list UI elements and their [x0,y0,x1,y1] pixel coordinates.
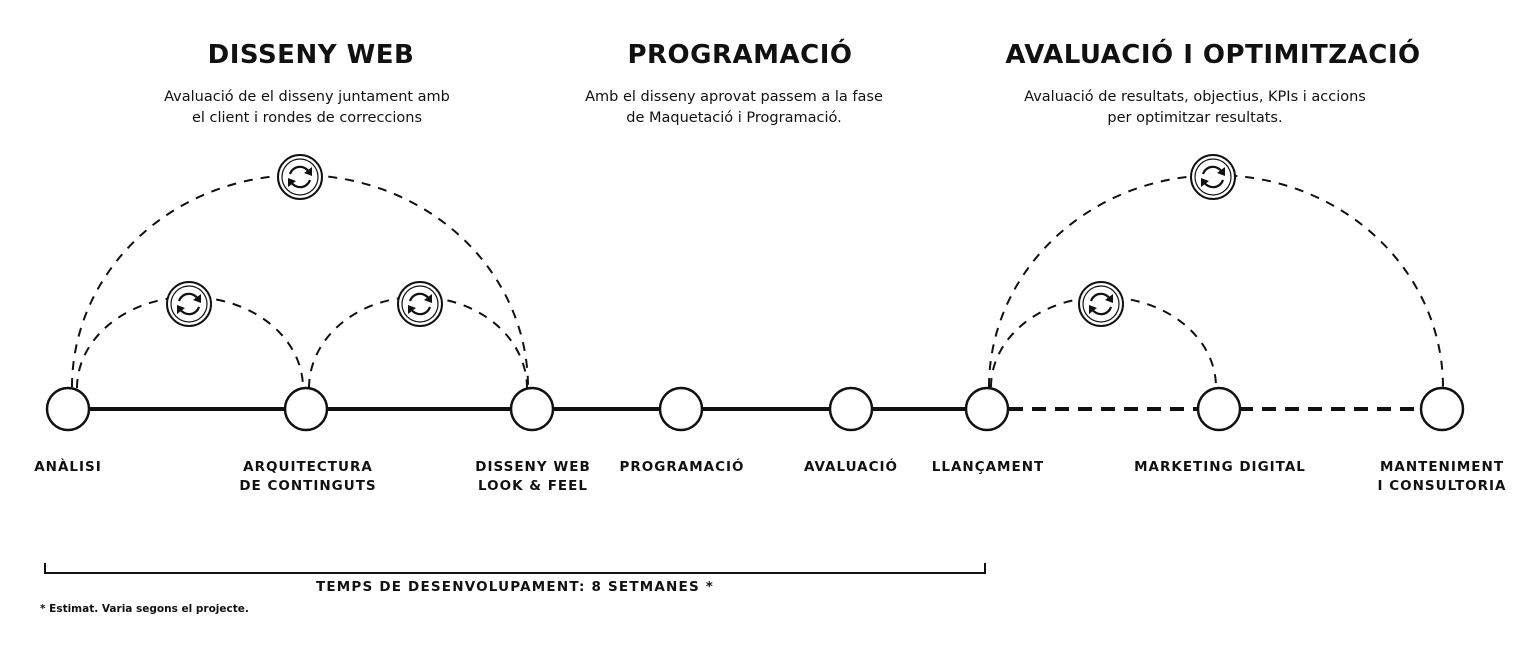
refresh-cycle-icon [1190,154,1236,200]
stage-label-line: MARKETING DIGITAL [1134,459,1306,475]
refresh-cycle-icon [397,281,443,327]
icon-arc-top [177,292,199,302]
icon-arrowhead-top [304,167,312,176]
icon-arc-bottom [290,179,312,189]
icon-arc-top [1201,165,1223,175]
section-desc-disseny-web: Avaluació de el disseny juntament amb el… [67,87,547,129]
section-title-disseny-web: DISSENY WEB [207,40,415,70]
stage-label-avaluacio: AVALUACIÓ [741,458,961,477]
icon-arc-top [1089,292,1111,302]
stage-node [283,386,329,432]
icon-arc-top [408,292,430,302]
cycle-icons [166,154,1236,327]
section-title-programacio: PROGRAMACIÓ [627,40,853,70]
desc-line: Avaluació de el disseny juntament amb [164,89,450,105]
section-title-avaluacio-optimitzacio: AVALUACIÓ I OPTIMITZACIÓ [1005,40,1421,70]
icon-arrowhead-bottom [177,305,185,314]
stage-label-line: LLANÇAMENT [931,459,1045,475]
stage-label-line: I CONSULTORIA [1377,478,1507,494]
icon-inner-ring [1082,285,1120,323]
icon-arrowhead-bottom [1089,305,1097,314]
desc-line: Amb el disseny aprovat passem a la fase [585,89,883,105]
stage-label-manteniment: MANTENIMENT I CONSULTORIA [1332,458,1536,496]
stage-label-programacio: PROGRAMACIÓ [572,458,792,477]
icon-arrowhead-bottom [408,305,416,314]
icon-arrowhead-top [1217,167,1225,176]
stage-nodes [45,386,1465,432]
stage-label-analisi: ANÀLISI [0,458,178,477]
stage-label-arquitectura: ARQUITECTURA DE CONTINGUTS [198,458,418,496]
icon-ring [1190,154,1236,200]
stage-node [1419,386,1465,432]
icon-inner-ring [401,285,439,323]
stage-label-line: DE CONTINGUTS [239,478,377,494]
icon-ring [397,281,443,327]
stage-label-marketing-digital: MARKETING DIGITAL [1110,458,1330,477]
stage-label-line: AVALUACIÓ [803,459,899,475]
feedback-arcs [71,174,1444,389]
stage-label-disseny-web: DISSENY WEB LOOK & FEEL [423,458,643,496]
footnote: * Estimat. Varia segons el projecte. [40,603,249,615]
icon-arrowhead-bottom [1201,178,1209,187]
icon-arrowhead-top [193,294,201,303]
icon-ring [277,154,323,200]
stage-node [828,386,874,432]
refresh-cycle-icon [277,154,323,200]
icon-arc-bottom [179,306,201,316]
stage-label-llancament: LLANÇAMENT [878,458,1098,477]
icon-arrowhead-top [1105,294,1113,303]
stage-label-line: PROGRAMACIÓ [619,459,745,475]
icon-arc-bottom [1203,179,1225,189]
icon-inner-ring [1194,158,1232,196]
icon-ring [1078,281,1124,327]
feedback-arc [988,174,1444,388]
section-desc-avaluacio-optimitzacio: Avaluació de resultats, objectius, KPIs … [955,87,1435,129]
stage-label-line: ANÀLISI [34,459,102,475]
icon-arrowhead-bottom [288,178,296,187]
stage-label-line: DISSENY WEB [475,459,591,475]
icon-arc-bottom [1091,306,1113,316]
stage-node [509,386,555,432]
duration-label: TEMPS DE DESENVOLUPAMENT: 8 SETMANES * [315,579,715,595]
desc-line: per optimitzar resultats. [1107,110,1283,126]
refresh-cycle-icon [166,281,212,327]
stage-label-line: MANTENIMENT [1379,459,1505,475]
icon-ring [166,281,212,327]
icon-inner-ring [170,285,208,323]
stage-label-line: ARQUITECTURA [243,459,373,475]
refresh-cycle-icon [1078,281,1124,327]
icon-arrowhead-top [424,294,432,303]
stage-node [658,386,704,432]
icon-inner-ring [281,158,319,196]
stage-label-line: LOOK & FEEL [478,478,588,494]
icon-arc-bottom [410,306,432,316]
desc-line: Avaluació de resultats, objectius, KPIs … [1024,89,1366,105]
stage-node [45,386,91,432]
icon-arc-top [288,165,310,175]
duration-bracket [44,563,986,574]
section-desc-programacio: Amb el disseny aprovat passem a la fase … [494,87,974,129]
desc-line: el client i rondes de correccions [191,110,423,126]
feedback-arc [71,174,529,388]
stage-node [1196,386,1242,432]
stage-node [964,386,1010,432]
desc-line: de Maquetació i Programació. [626,110,842,126]
